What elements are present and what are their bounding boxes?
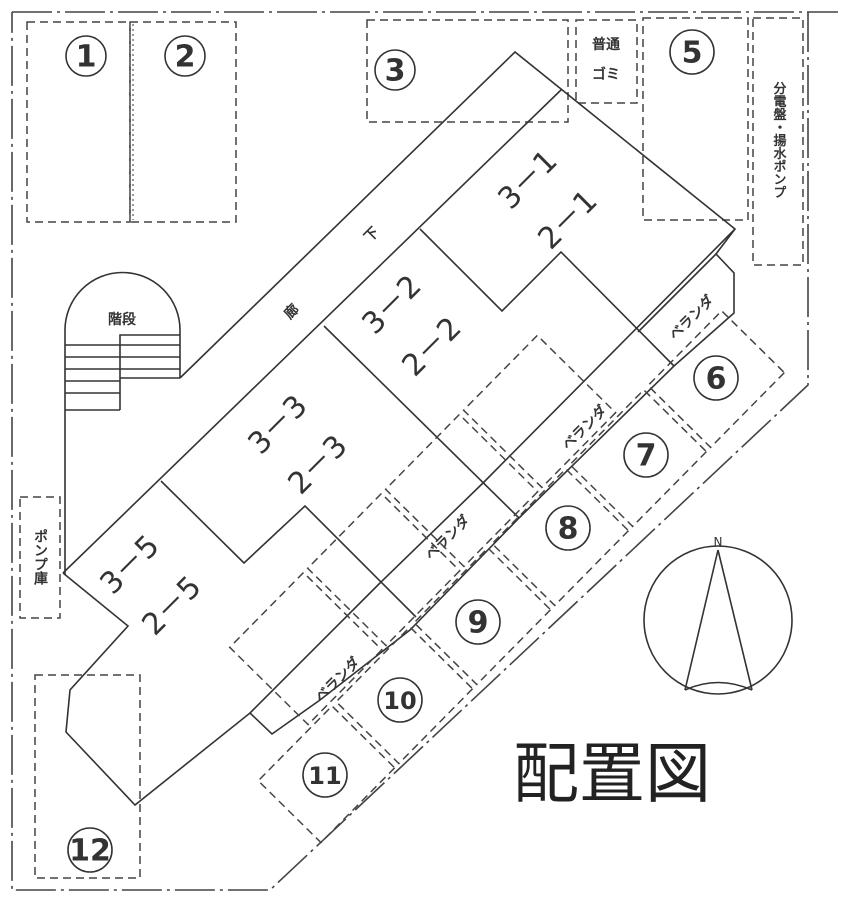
- parking-space-7: 7: [623, 432, 669, 478]
- parking-space-11: 11: [302, 752, 348, 798]
- corridor-label: 下: [361, 224, 382, 245]
- corridor-label: 廊: [281, 301, 303, 323]
- unit-number: 2－5: [136, 570, 209, 643]
- parking-space-3: 3: [366, 19, 569, 123]
- balcony-label: ベランダ: [666, 292, 718, 344]
- parking-number: 12: [69, 834, 111, 869]
- parking-number: 5: [682, 36, 703, 71]
- parking-space-9: 9: [455, 599, 501, 645]
- diagonal-parking-boxes: [228, 309, 786, 844]
- unit-1: 3－1 2－1: [492, 144, 605, 257]
- unit-2: 3－2 2－2: [356, 269, 469, 384]
- garbage-label: ゴミ: [592, 66, 620, 83]
- parking-space-5: 5: [642, 17, 749, 221]
- site-boundary: [11, 11, 838, 891]
- balcony-label: ベランダ: [312, 654, 364, 706]
- distribution-label: 分電盤・揚水ポンプ: [771, 81, 788, 199]
- parking-number: 3: [385, 54, 406, 89]
- stairs-label: 階段: [108, 311, 136, 328]
- parking-number: 10: [383, 687, 416, 715]
- north-label: N: [714, 535, 723, 549]
- parking-number: 8: [558, 512, 579, 547]
- pump-room-label: ポンプ庫: [32, 529, 48, 586]
- unit-number: 3－3: [242, 389, 315, 462]
- pump-room: ポンプ庫: [19, 496, 61, 619]
- unit-number: 2－2: [396, 311, 469, 384]
- stairs: 階段: [64, 271, 181, 575]
- parking-number: 9: [468, 606, 489, 641]
- unit-number: 2－1: [532, 184, 605, 257]
- north-compass-icon: N: [643, 535, 793, 695]
- parking-space-8: 8: [545, 505, 591, 551]
- parking-number: 1: [76, 40, 97, 75]
- garbage-area: 普通 ゴミ: [575, 19, 638, 104]
- distribution-board-area: 分電盤・揚水ポンプ: [752, 17, 804, 266]
- unit-number: 3－5: [94, 529, 167, 602]
- parking-number: 6: [706, 362, 727, 397]
- parking-number: 11: [308, 762, 341, 790]
- parking-space-6: 6: [693, 355, 739, 401]
- parking-space-10: 10: [377, 677, 423, 723]
- unit-number: 3－1: [492, 144, 565, 217]
- garbage-label: 普通: [592, 36, 620, 53]
- unit-3: 3－3 2－3: [242, 389, 355, 502]
- parking-space-2: 2: [129, 21, 237, 223]
- parking-space-12: 12: [34, 674, 141, 879]
- unit-number: 2－3: [282, 429, 355, 502]
- balcony-label: ベランダ: [559, 402, 611, 454]
- parking-number: 2: [175, 40, 196, 75]
- parking-space-1: 1: [26, 21, 131, 223]
- page-title: 配置図: [513, 736, 711, 813]
- parking-number: 7: [636, 439, 657, 474]
- balcony-label: ベランダ: [422, 512, 474, 564]
- unit-5: 3－5 2－5: [94, 529, 209, 643]
